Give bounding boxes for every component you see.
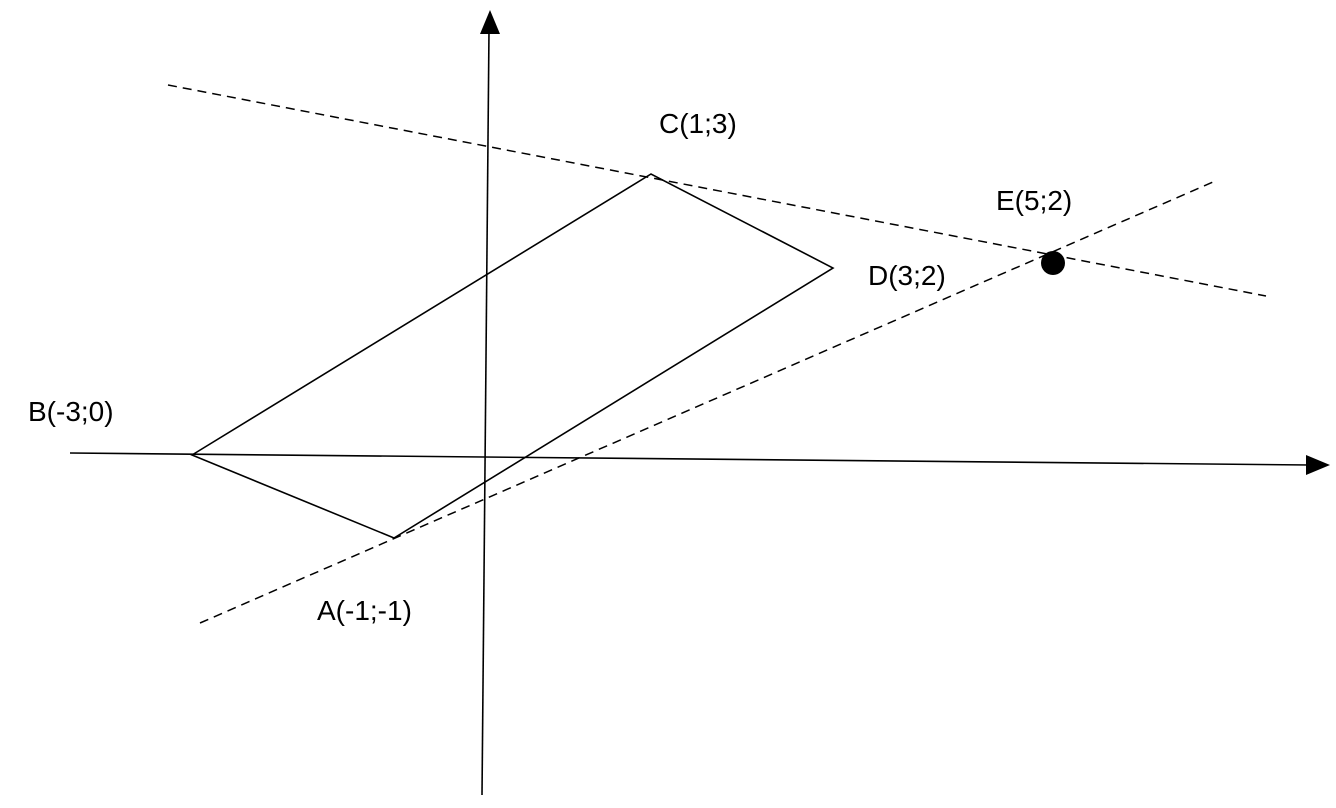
dashed-line-ae xyxy=(199,181,1214,624)
parallelogram-abcd xyxy=(190,173,835,539)
point-e-dot xyxy=(1041,251,1065,275)
point-b-label: B(-3;0) xyxy=(28,396,114,427)
y-axis-arrowhead xyxy=(480,10,500,34)
point-a-label: A(-1;-1) xyxy=(317,595,412,626)
y-axis xyxy=(481,29,490,796)
point-e-label: E(5;2) xyxy=(996,185,1072,216)
point-d-label: D(3;2) xyxy=(868,260,946,291)
x-axis xyxy=(69,452,1311,466)
point-c-label: C(1;3) xyxy=(659,108,737,139)
dashed-line-ce xyxy=(167,84,1267,297)
x-axis-arrowhead xyxy=(1306,455,1330,475)
